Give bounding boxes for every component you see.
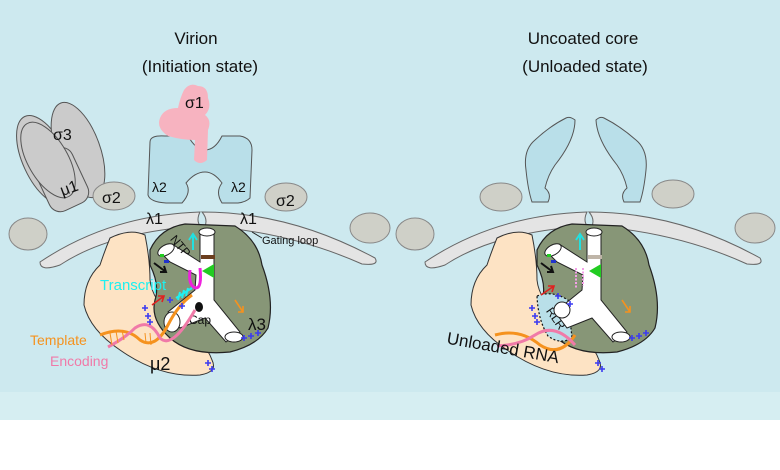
channel-top-opening [198,227,216,237]
transcript-strand [175,287,193,301]
sigma1-label: σ1 [185,95,204,112]
green-wedge-r [589,264,601,278]
channel-bottom-opening-r [611,331,631,343]
channel-ntp-opening [157,243,175,257]
lambda2-left-open [524,116,576,203]
red-arrow [151,295,166,306]
helix-rungs [109,329,152,346]
cap-dot [195,302,203,312]
pink-dotted-loop [575,268,584,288]
unloaded-template-strand [494,331,577,352]
cyan-up-arrow [188,232,198,250]
orange-arrow [234,299,244,313]
green-nucleotide-r [547,254,551,257]
template-label: Template [30,332,87,348]
gating-loop-label: Gating loop [262,235,318,247]
lambda2-right-label: λ2 [231,179,246,195]
gating-loop-bar [201,255,215,259]
sigma2-outer-right [349,212,391,244]
left-title-line2: (Initiation state) [142,57,258,76]
left-title-line1: Virion [174,29,217,48]
sigma2-left-label: σ2 [102,190,121,207]
lambda2-left-label: λ2 [152,179,167,195]
sigma3-label: σ3 [53,127,72,144]
red-arrow-r [540,285,556,296]
gating-loop-bar-r [588,255,602,259]
sigma2-right-label: σ2 [276,193,295,210]
right-title-line1: Uncoated core [528,29,639,48]
background-band [0,392,780,420]
sigma2-outer-right-r [734,212,776,244]
gating-loop-pointer [251,231,263,239]
blue-nucleotide-r [551,260,556,263]
lambda3-label: λ3 [248,315,266,334]
sigma3-mu1-cluster [16,101,106,213]
magenta-loop [188,267,202,290]
green-nucleotide [160,254,164,257]
right-title-line2: (Unloaded state) [522,57,648,76]
orange-arrow-r [621,299,631,313]
green-wedge [202,264,214,278]
channel-template-opening-r [553,301,571,319]
right-panel: Uncoated core (Unloaded state) RLR [395,29,776,376]
sigma1 [159,84,210,163]
sigma2-outer-left [8,217,48,251]
black-arrow [153,262,168,273]
black-arrow-r [540,262,555,273]
cyan-up-arrow-r [575,232,585,250]
sigma2-left-r [479,182,523,212]
sigma2-left [92,181,136,211]
encoding-label: Encoding [50,353,108,369]
cap-label: Cap [189,313,211,327]
lambda1-right-label: λ1 [240,211,257,228]
blue-nucleotide [164,260,169,263]
channel-ntp-opening-r [544,243,562,257]
channel-bottom-opening [224,331,244,343]
lambda1-left-label: λ1 [146,211,163,228]
transcript-label: Transcript [100,277,167,294]
channel-top-opening-r [585,227,603,237]
mu1-label: μ1 [58,178,81,200]
unloaded-encoding-strand [496,328,577,348]
sigma2-right-r [651,179,695,209]
sigma2-right [264,182,308,212]
lambda2-right-open [595,116,647,203]
mu2-label: μ2 [150,354,170,374]
left-panel: Virion (Initiation state) σ3 μ1 σ2 σ2 λ2… [8,29,391,376]
sigma2-outer-left-r [395,217,435,251]
